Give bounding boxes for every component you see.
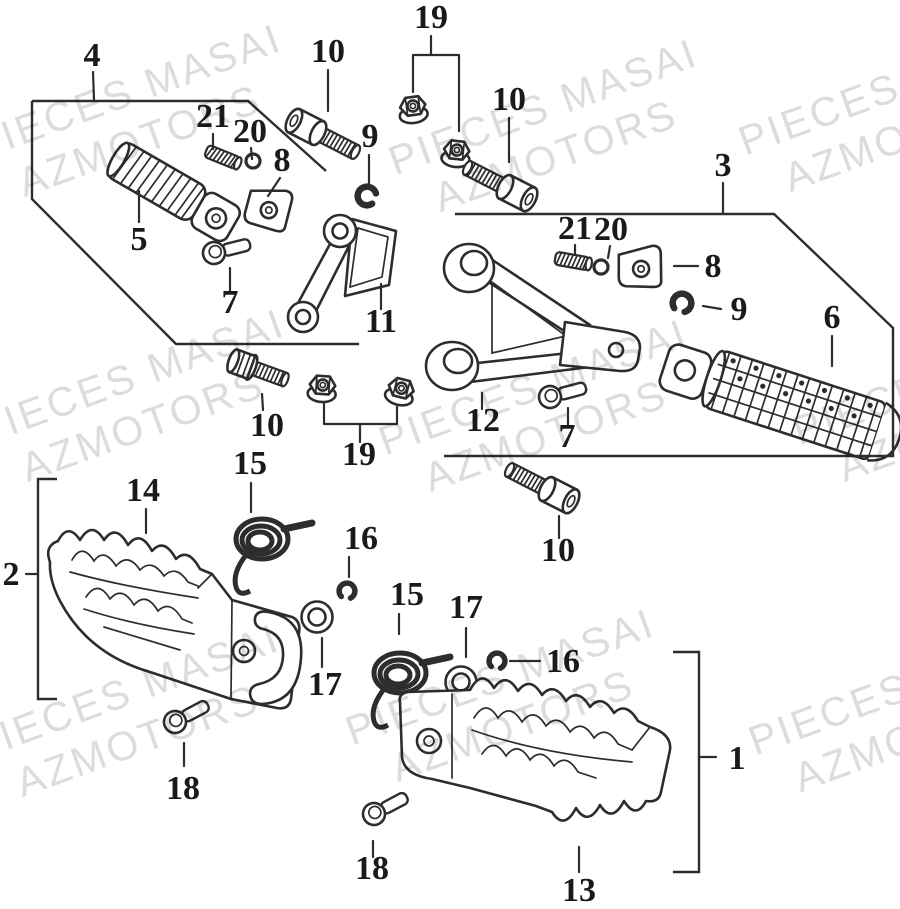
bolt-18-right: [357, 785, 414, 831]
callout-21a: 21: [196, 98, 230, 135]
callout-14: 14: [126, 472, 160, 509]
clip-9-right: [671, 291, 694, 313]
callout-21b: 21: [558, 210, 592, 247]
footpeg-13: [398, 677, 672, 822]
callout-12: 12: [466, 402, 500, 439]
callout-labels: 4 10 19 10 3 21 20 8 9 5 7 21 20 8 9 6 1…: [3, 0, 841, 909]
callout-15a: 15: [233, 445, 267, 482]
section-1-outline: [673, 650, 701, 874]
callout-11: 11: [365, 303, 397, 340]
callout-8b: 8: [705, 248, 722, 285]
callout-20a: 20: [233, 113, 267, 150]
ring-20-left: [244, 152, 262, 170]
callout-5: 5: [131, 221, 148, 258]
clip-9-left: [355, 184, 377, 207]
callout-10c: 10: [250, 407, 284, 444]
footrest-bracket-12: [424, 242, 642, 392]
callout-2: 2: [3, 556, 20, 593]
clip-16-left: [338, 582, 356, 599]
callout-10a: 10: [311, 33, 345, 70]
watermark-top-center: PIECES MASAI AZMOTORS: [382, 30, 703, 221]
footpeg-14: [46, 528, 303, 710]
footrest-rubber-5: [106, 141, 242, 243]
stud-21-right: [553, 250, 594, 272]
callout-8a: 8: [274, 142, 291, 179]
leader-lines: [24, 34, 834, 874]
callout-18b: 18: [355, 850, 389, 887]
callout-6: 6: [824, 299, 841, 336]
plate-8-left: [241, 183, 295, 234]
callout-3: 3: [715, 147, 732, 184]
callout-16a: 16: [344, 520, 378, 557]
callout-19b: 19: [342, 436, 376, 473]
watermark-top-right: PIECES MASAI AZMOTORS: [732, 10, 900, 201]
callout-13: 13: [562, 872, 596, 909]
callout-4: 4: [84, 37, 101, 74]
flange-nut-19-top-a: [396, 93, 430, 127]
section-2-outline: [36, 477, 57, 701]
callout-16b: 16: [546, 643, 580, 680]
callout-9b: 9: [731, 291, 748, 328]
callout-7b: 7: [559, 418, 576, 455]
section-4-outline: [30, 99, 359, 346]
flange-nut-19-mid-a: [305, 373, 339, 405]
callout-15b: 15: [390, 576, 424, 613]
callout-10d: 10: [541, 532, 575, 569]
footrest-bracket-11: [286, 213, 398, 334]
washer-17-left: [300, 600, 334, 634]
watermark-bottom-right: PIECES MASAI AZMOTORS: [742, 610, 900, 801]
callout-17a: 17: [308, 666, 342, 703]
section-brackets: [30, 99, 895, 874]
callout-10b: 10: [492, 81, 526, 118]
ring-20-right: [592, 258, 610, 276]
callout-9a: 9: [362, 118, 379, 155]
callout-17b: 17: [449, 589, 483, 626]
section-3-outline: [444, 212, 895, 458]
callout-7a: 7: [222, 284, 239, 321]
flange-nut-19-mid-b: [381, 374, 419, 410]
callout-1: 1: [729, 740, 746, 777]
plate-8-right: [614, 243, 665, 292]
return-spring-15-left: [235, 519, 312, 593]
callout-18a: 18: [166, 770, 200, 807]
callout-20b: 20: [594, 211, 628, 248]
callout-19a: 19: [414, 0, 448, 36]
socket-bolt-10-top-left: [280, 104, 366, 167]
